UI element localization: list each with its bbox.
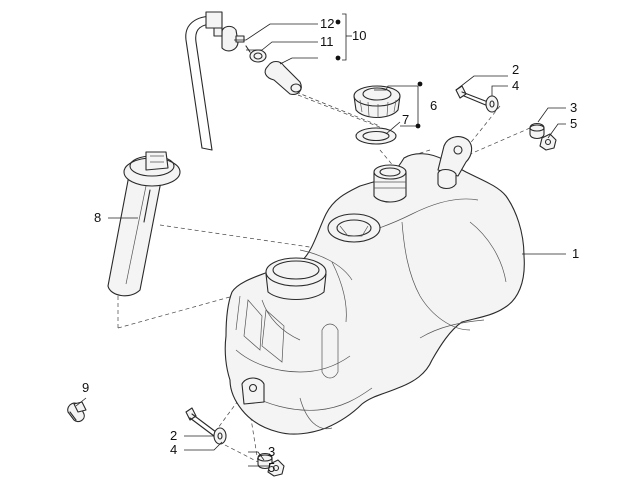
callout-2-bottom: 2 (170, 428, 177, 443)
hose-clip (67, 401, 87, 423)
tank-body (224, 153, 525, 435)
callout-5-top: 5 (570, 116, 577, 131)
callout-5-bottom: 5 (268, 460, 275, 475)
tank-filler-neck (265, 257, 327, 287)
fuel-tank (224, 136, 525, 435)
callout-1: 1 (572, 246, 579, 261)
bolt-top-right (455, 85, 489, 107)
spacer-top-right (529, 122, 545, 140)
callout-2-top: 2 (512, 62, 519, 77)
callout-3-top: 3 (570, 100, 577, 115)
callout-10: 10 (352, 28, 366, 43)
washer-top-right (485, 95, 499, 113)
bolt-bottom (185, 407, 217, 437)
hose-clamp (245, 45, 267, 63)
leader-lines (75, 13, 566, 467)
callout-4-bottom: 4 (170, 442, 177, 457)
callout-12: 12 (320, 16, 334, 31)
callout-11: 11 (320, 34, 334, 49)
tank-sender-opening (327, 213, 381, 243)
check-valve (213, 25, 245, 52)
callout-3-bottom: 3 (268, 444, 275, 459)
fuel-level-sender (107, 151, 181, 297)
callout-8: 8 (94, 210, 101, 225)
callout-7: 7 (402, 112, 409, 127)
nut-top-right (539, 133, 557, 151)
washer-bottom (213, 427, 227, 445)
filler-cap (353, 85, 401, 119)
callout-9: 9 (82, 380, 89, 395)
vent-hose (185, 11, 223, 151)
tank-mount-bracket-top (437, 136, 473, 177)
callout-4-top: 4 (512, 78, 519, 93)
filler-cap-gasket (355, 127, 397, 145)
nut-bottom (267, 459, 285, 477)
callout-6: 6 (430, 98, 437, 113)
callout-labels: 1 2 4 3 5 6 7 8 9 2 4 3 5 12 11 10 (82, 16, 579, 475)
tank-small-neck (373, 171, 407, 203)
short-hose-section (264, 60, 302, 95)
